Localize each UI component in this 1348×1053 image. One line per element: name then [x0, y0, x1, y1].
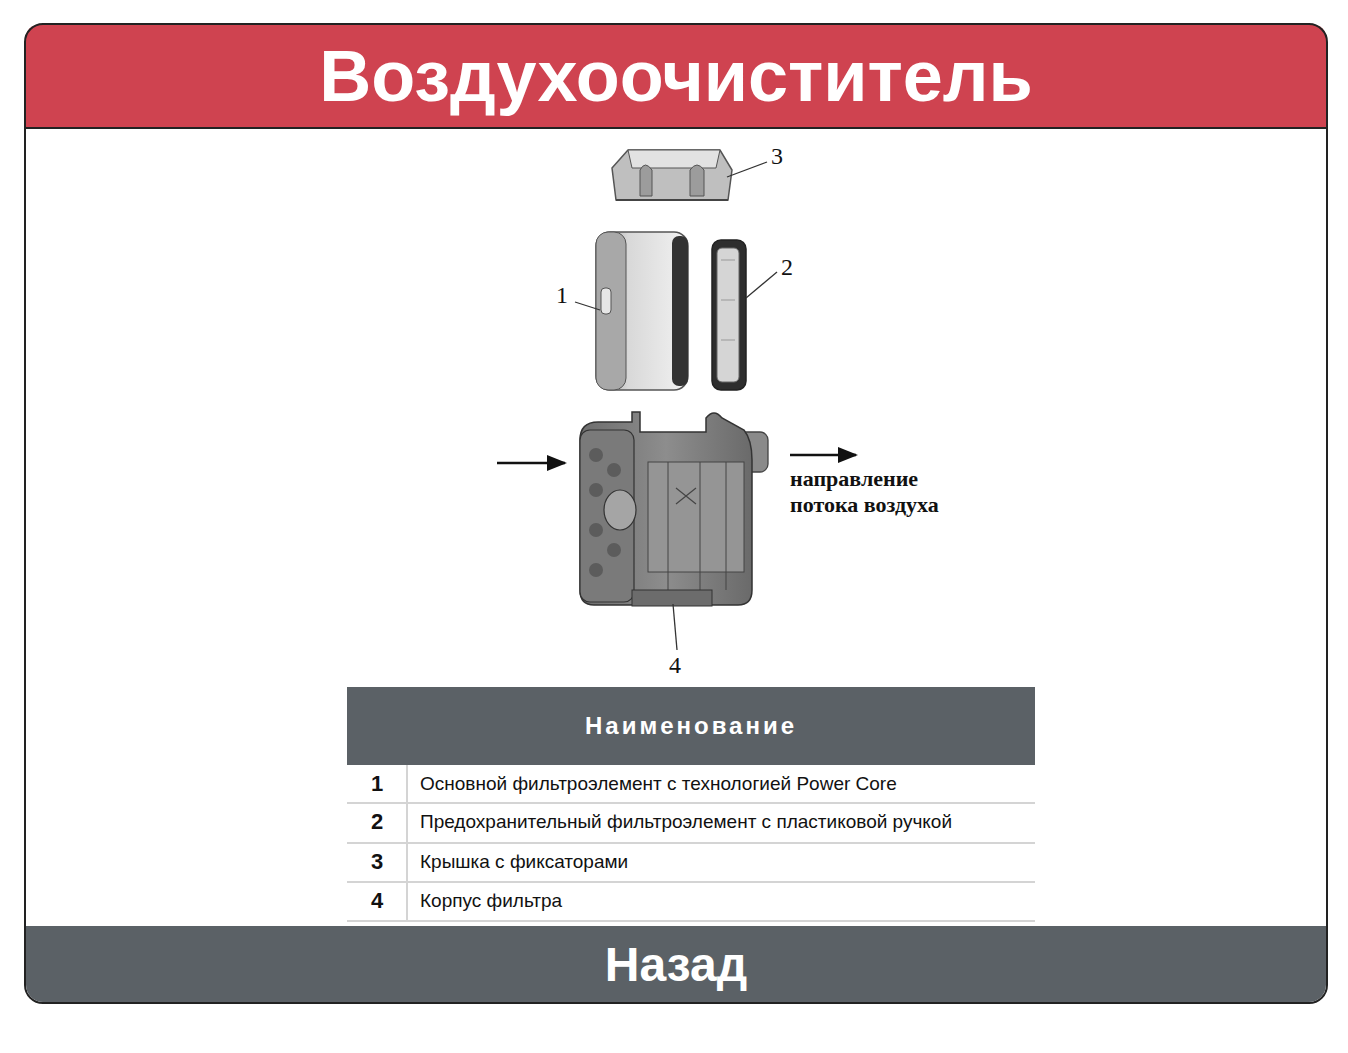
back-button: Назад — [26, 926, 1326, 1002]
cover-part — [612, 150, 732, 200]
row-number: 2 — [347, 803, 407, 841]
flow-note: направление потока воздуха — [790, 466, 975, 519]
callout-number: 1 — [556, 282, 568, 309]
safety-filter — [712, 240, 746, 390]
main-filter — [596, 232, 688, 390]
header-rule — [25, 127, 1327, 129]
flow-arrow — [790, 454, 856, 457]
leader-line — [746, 272, 777, 298]
table-rules — [347, 765, 1035, 921]
page-title: Воздухоочиститель — [26, 24, 1326, 128]
leader-line — [727, 162, 767, 177]
callout-number: 4 — [669, 652, 681, 679]
leader-line — [673, 604, 677, 650]
row-description: Предохранительный фильтроэлемент с пласт… — [420, 803, 952, 841]
flow-arrow — [497, 462, 565, 465]
row-number: 4 — [347, 882, 407, 920]
row-number: 1 — [347, 765, 407, 803]
row-description: Корпус фильтра — [420, 882, 562, 920]
node-text: Наименование — [585, 712, 797, 740]
leader-line — [575, 302, 600, 310]
callout-number: 2 — [781, 254, 793, 281]
row-number: 3 — [347, 843, 407, 881]
filter-housing — [580, 412, 768, 606]
row-description: Основной фильтроэлемент с технологией Po… — [420, 765, 897, 803]
row-description: Крышка с фиксаторами — [420, 843, 628, 881]
page-frame — [25, 24, 1327, 1003]
table-header: Наименование — [347, 687, 1035, 765]
callout-number: 3 — [771, 143, 783, 170]
node-text: Назад — [605, 937, 747, 992]
header-band — [25, 24, 1327, 128]
